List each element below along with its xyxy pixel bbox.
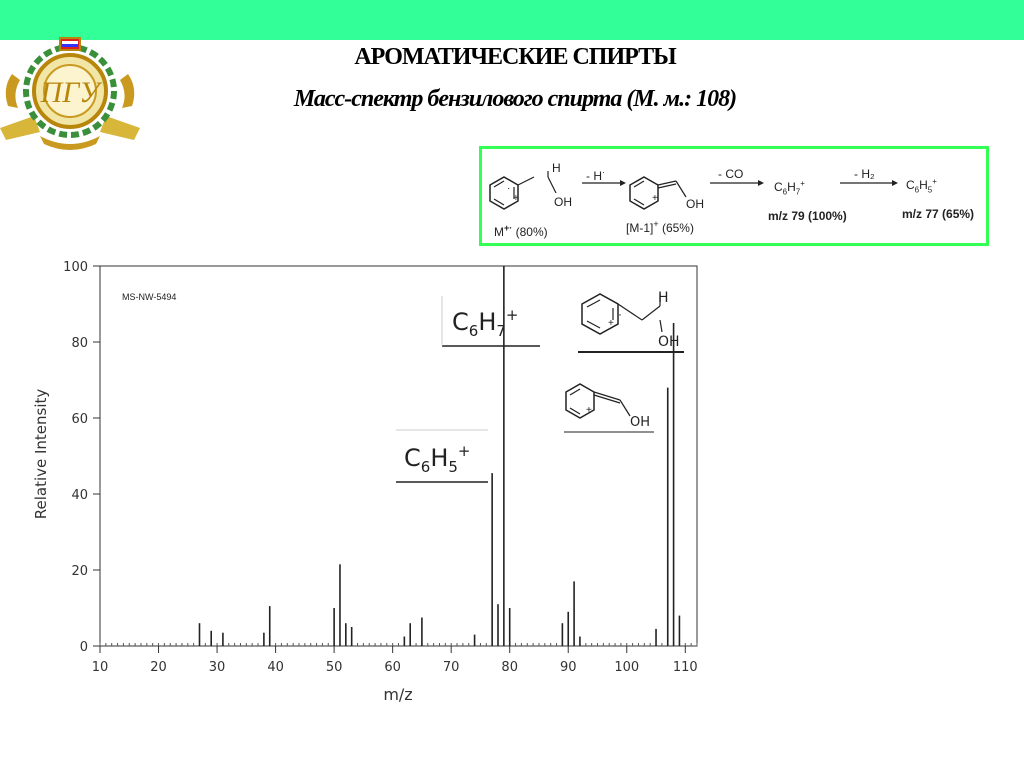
mol2-oh: OH [686, 197, 704, 211]
logo-monogram: ПГУ [40, 76, 104, 109]
x-tick-label: 50 [326, 660, 343, 675]
mol-oh-label: OH [658, 334, 680, 350]
svg-text:+: + [608, 318, 614, 329]
c6h5-annotation: C6H5+ [404, 442, 470, 476]
c6h7-annotation: C6H7+ [452, 306, 518, 340]
spectrum-peaks [198, 266, 681, 646]
mol2-label: [M-1]+ (65%) [626, 219, 694, 235]
ion2-formula: C6H5+ [906, 177, 937, 195]
mol1-oh: OH [554, 195, 572, 209]
ion1-formula: C6H7+ [774, 179, 805, 197]
step3-label: - H₂ [854, 167, 875, 181]
svg-text:+: + [586, 405, 592, 416]
m-minus-1-structure: + [564, 383, 654, 433]
top-accent-bar [0, 0, 1024, 40]
svg-text:·: · [507, 183, 510, 194]
mol-h-label: H [658, 290, 669, 306]
x-tick-label: 110 [673, 660, 698, 675]
y-tick-label: 60 [71, 412, 88, 427]
page-subtitle: Масс-спектр бензилового спирта (М. м.: 1… [293, 86, 737, 112]
step1-label: - H· [586, 167, 605, 183]
mol2-oh-label: OH [630, 415, 650, 430]
page-title: АРОМАТИЧЕСКИЕ СПИРТЫ [354, 44, 676, 70]
university-emblem-icon: ПГУ [0, 37, 140, 150]
benzene-ring-icon [489, 176, 519, 210]
y-tick-label: 40 [71, 488, 88, 503]
x-tick-label: 60 [384, 660, 401, 675]
x-tick-label: 80 [501, 660, 518, 675]
mol1-h: H [552, 161, 561, 175]
x-tick-label: 100 [614, 660, 639, 675]
x-axis-label: m/z [383, 685, 412, 704]
scheme-drawing: + · + [489, 171, 898, 210]
y-axis: 0 20 40 60 80 100 [63, 260, 100, 655]
fragmentation-scheme: + · + H OH M+· (80%) - H· OH [M-1]+ (65%… [479, 146, 989, 246]
ion1-mz: m/z 79 (100%) [768, 209, 847, 223]
x-tick-label: 10 [92, 660, 109, 675]
x-tick-label: 70 [443, 660, 460, 675]
ion2-mz: m/z 77 (65%) [902, 207, 975, 221]
x-axis: 10 20 30 40 50 60 70 80 90 100 110 [92, 646, 698, 675]
benzene-ring-icon [629, 176, 659, 210]
step2-label: - CO [718, 167, 744, 181]
mol1-label: M+· (80%) [494, 223, 548, 239]
x-tick-label: 40 [267, 660, 284, 675]
x-tick-label: 90 [560, 660, 577, 675]
y-axis-label: Relative Intensity [32, 389, 50, 520]
x-tick-label: 30 [209, 660, 226, 675]
svg-text:+: + [652, 193, 658, 204]
y-tick-label: 0 [80, 640, 88, 655]
y-tick-label: 100 [63, 260, 88, 275]
svg-text:+: + [513, 193, 519, 204]
y-tick-label: 20 [71, 564, 88, 579]
spectrum-id-label: MS-NW-5494 [122, 292, 176, 302]
y-tick-label: 80 [71, 336, 88, 351]
mass-spectrum-chart: MS-NW-5494 0 20 40 60 80 100 10 20 30 40 50 60 70 80… [32, 260, 698, 704]
molecular-ion-structure: + · [578, 293, 684, 353]
svg-text:·: · [618, 307, 622, 321]
x-tick-label: 20 [150, 660, 167, 675]
